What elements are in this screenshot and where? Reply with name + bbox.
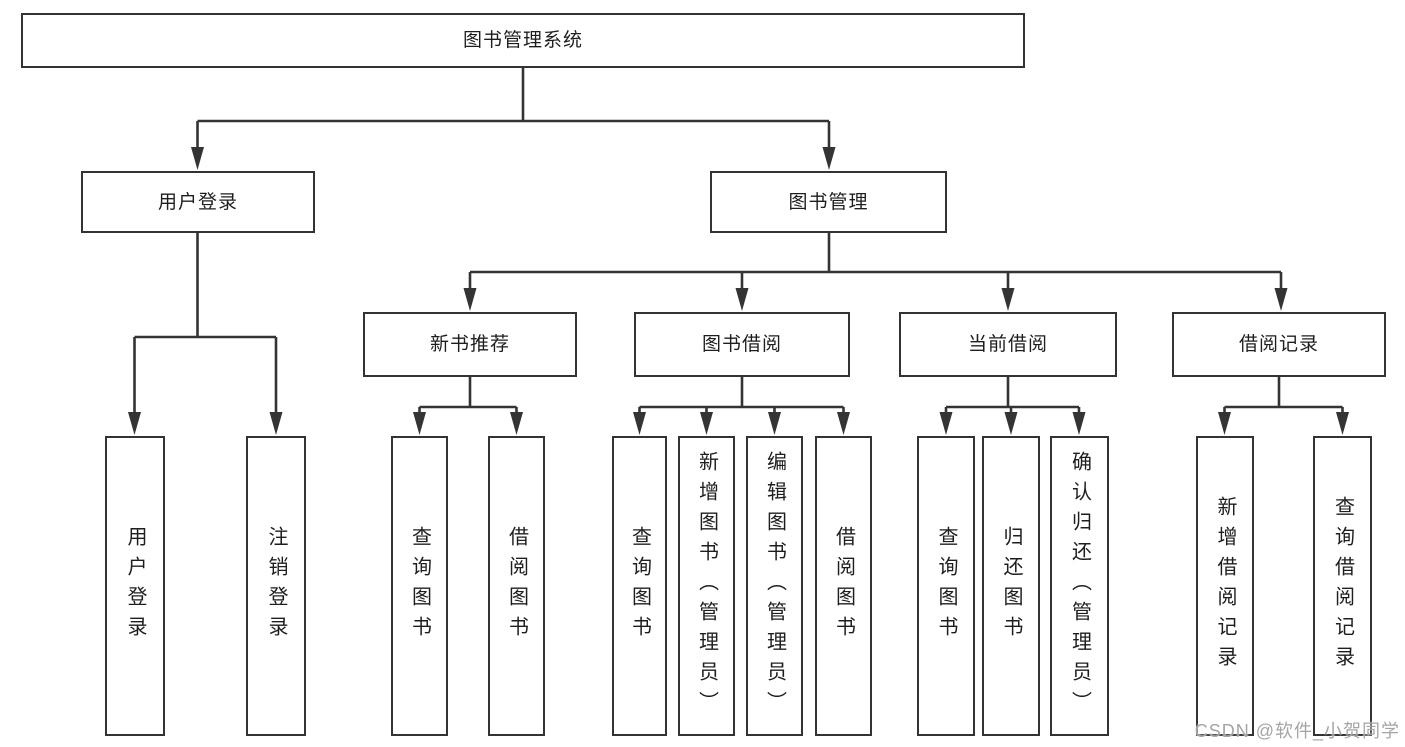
node-label: 新书推荐 <box>429 334 510 355</box>
node-query-books-borrowing: 查询图书 <box>612 436 667 736</box>
node-library-management-system: 图书管理系统 <box>21 13 1025 68</box>
node-label: 归还图书 <box>1000 526 1022 646</box>
node-label: 编辑图书（管理员） <box>763 451 786 721</box>
node-book-borrowing: 图书借阅 <box>634 312 850 377</box>
node-label: 注销登录 <box>265 526 287 646</box>
csdn-watermark: CSDN @软件_小贺同学 <box>1194 721 1400 741</box>
node-label: 新增借阅记录 <box>1214 496 1236 676</box>
node-book-management: 图书管理 <box>710 171 947 233</box>
arrowheads <box>128 147 1349 435</box>
node-label: 查询借阅记录 <box>1331 496 1354 676</box>
node-label: 借阅图书 <box>832 526 855 646</box>
node-query-books-current: 查询图书 <box>917 436 975 736</box>
node-label: 查询图书 <box>408 526 431 646</box>
node-label: 查询图书 <box>628 526 651 646</box>
node-query-borrow-record: 查询借阅记录 <box>1313 436 1372 736</box>
node-label: 图书借阅 <box>701 334 782 355</box>
node-logout: 注销登录 <box>246 436 306 736</box>
connector-path <box>133 68 1344 413</box>
node-add-book-admin: 新增图书（管理员） <box>678 436 735 736</box>
node-user-login-action: 用户登录 <box>105 436 165 736</box>
node-label: 查询图书 <box>935 526 957 646</box>
node-return-books: 归还图书 <box>982 436 1040 736</box>
node-borrow-books-recommend: 借阅图书 <box>488 436 545 736</box>
node-label: 图书管理系统 <box>462 30 583 51</box>
node-label: 当前借阅 <box>967 334 1048 355</box>
node-label: 借阅图书 <box>505 526 528 646</box>
node-label: 借阅记录 <box>1238 334 1319 355</box>
node-label: 用户登录 <box>124 526 146 646</box>
node-confirm-return-admin: 确认归还（管理员） <box>1050 436 1109 736</box>
node-label: 确认归还（管理员） <box>1068 451 1091 721</box>
node-borrowing-records: 借阅记录 <box>1172 312 1386 377</box>
node-label: 图书管理 <box>788 191 869 213</box>
node-add-borrow-record: 新增借阅记录 <box>1196 436 1254 736</box>
node-query-books-recommend: 查询图书 <box>391 436 448 736</box>
node-current-borrowing: 当前借阅 <box>899 312 1117 377</box>
node-label: 新增图书（管理员） <box>695 451 718 721</box>
node-edit-book-admin: 编辑图书（管理员） <box>746 436 803 736</box>
node-borrow-books-borrowing: 借阅图书 <box>815 436 872 736</box>
node-user-login: 用户登录 <box>81 171 315 233</box>
node-new-book-recommendation: 新书推荐 <box>363 312 577 377</box>
node-label: 用户登录 <box>157 191 238 213</box>
